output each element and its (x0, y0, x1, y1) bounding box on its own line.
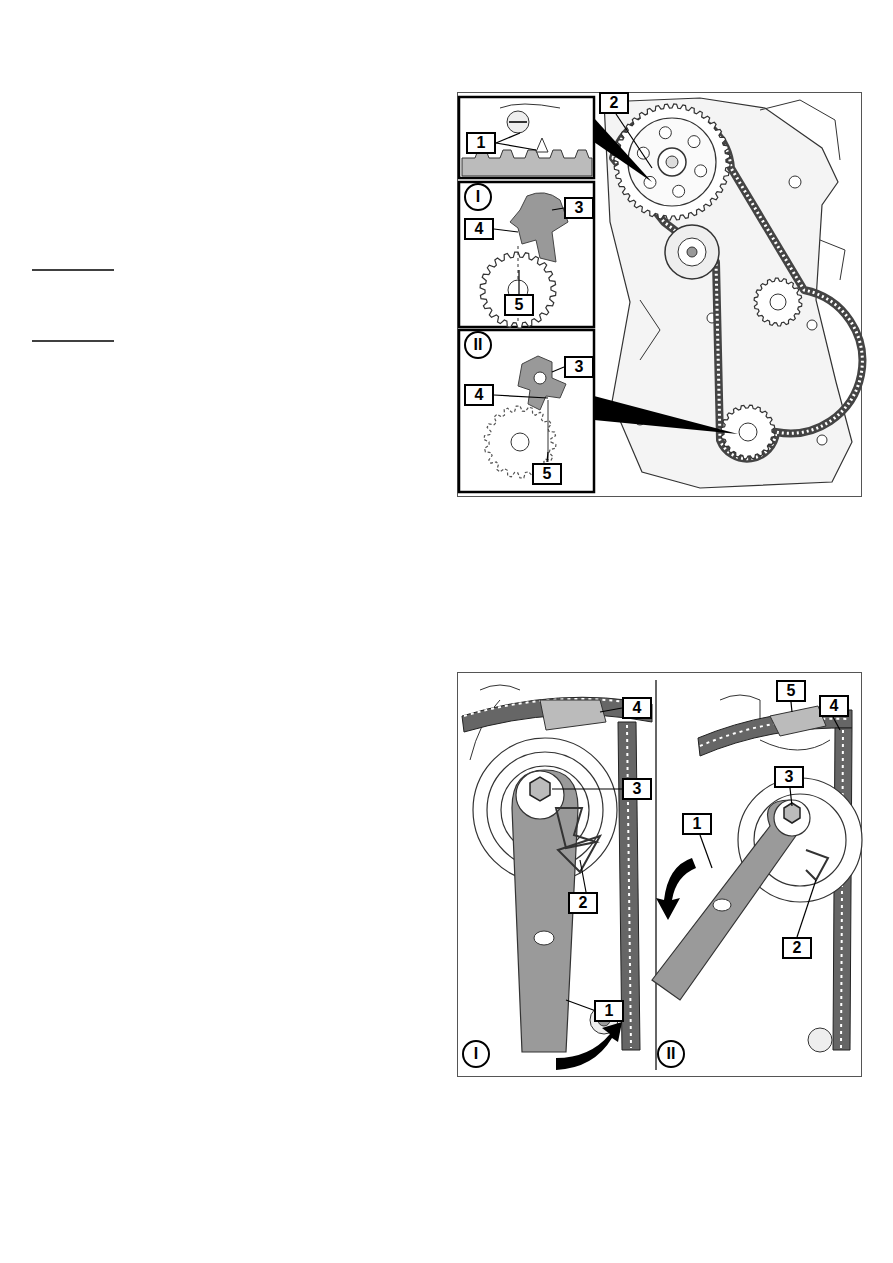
leader-line (518, 270, 519, 294)
bolt (808, 1028, 832, 1052)
sprocket-hole (644, 176, 656, 188)
inset-frame (459, 330, 594, 492)
tool-hole (534, 372, 546, 384)
leader-line (833, 717, 840, 730)
belt-teeth (841, 730, 843, 1048)
timing-mark (509, 121, 527, 123)
leader-line (797, 880, 816, 937)
sprocket (480, 252, 556, 328)
callout-number: 1 (466, 132, 496, 154)
timing-belt (613, 113, 862, 459)
figure-numeral: I (464, 183, 492, 211)
leader-line (580, 860, 586, 892)
callout-number: 5 (776, 680, 806, 702)
inset-frame (459, 97, 594, 178)
leader-line (547, 452, 548, 462)
locking-tool (518, 356, 566, 410)
leader-line (566, 1000, 596, 1011)
pump-hub (770, 294, 786, 310)
engine-detail (760, 100, 840, 160)
leader-line (600, 708, 622, 712)
pointer-plate (540, 700, 606, 730)
inset-pointer (594, 118, 652, 182)
callout-number: 2 (782, 937, 812, 959)
sprocket-bolt (666, 156, 678, 168)
wrench-hole (713, 899, 731, 911)
panel-divider (655, 680, 657, 1070)
bolt (789, 176, 801, 188)
leader-lines (494, 114, 840, 1011)
tensioner-nut (530, 777, 550, 801)
callout-number: 3 (564, 197, 594, 219)
blank-line (32, 340, 114, 342)
engine-detail (760, 740, 830, 750)
leader-line (552, 788, 622, 789)
figure-numeral: II (657, 1040, 685, 1068)
leader-line (616, 114, 652, 168)
leader-line (496, 133, 520, 143)
figure-frame (458, 673, 862, 1077)
pointer-mark (536, 138, 548, 152)
callout-number: 2 (568, 892, 598, 914)
leader-line (791, 702, 792, 712)
pointer (806, 850, 828, 880)
callout-number: 4 (622, 697, 652, 719)
callout-number: 2 (599, 92, 629, 114)
sprocket-hole (688, 136, 700, 148)
sprocket-hub (658, 148, 686, 176)
tensioner-nut (687, 247, 697, 257)
turn-arrow (656, 858, 696, 920)
callout-number: 5 (504, 294, 534, 316)
engine-detail (720, 695, 760, 720)
callout-number: 3 (564, 356, 594, 378)
wrench-hole (534, 931, 554, 945)
inset-frame (459, 182, 594, 327)
callout-number: 3 (774, 766, 804, 788)
figure-frame (458, 93, 862, 497)
belt-teeth (613, 113, 862, 459)
leader-line (496, 143, 536, 150)
callout-number: 4 (464, 384, 494, 406)
crank-hub (739, 423, 757, 441)
sprocket-hole (695, 165, 707, 177)
pointer (558, 836, 600, 872)
locking-pin (510, 193, 568, 262)
leader-line (790, 788, 792, 806)
sprocket-hole (659, 127, 671, 139)
inset-pointer (594, 396, 738, 434)
callout-number: 4 (819, 695, 849, 717)
callout-number: 4 (464, 218, 494, 240)
pointer-plate (770, 706, 826, 736)
sprocket-hole (673, 185, 685, 197)
callout-number: 3 (622, 778, 652, 800)
leader-line (494, 229, 518, 232)
pointer (556, 808, 596, 848)
tensioner-hub (678, 238, 706, 266)
bolt (817, 435, 827, 445)
tensioner (665, 225, 719, 279)
sprocket (754, 278, 802, 326)
callout-number: 5 (532, 463, 562, 485)
sprocket-hub (511, 433, 529, 451)
leader-line (494, 395, 548, 398)
bolt (807, 320, 817, 330)
callout-number: 1 (594, 1000, 624, 1022)
leader-line (552, 208, 564, 210)
figure-numeral: II (464, 331, 492, 359)
sprocket-web (628, 118, 716, 206)
leader-line (700, 835, 712, 868)
callout-number: 1 (682, 813, 712, 835)
figure-numeral: I (462, 1040, 490, 1068)
belt-teeth (627, 725, 631, 1048)
turn-arrow (556, 1022, 622, 1070)
leader-line (552, 367, 564, 372)
alignment-line (548, 400, 549, 462)
blank-line (32, 269, 114, 271)
cover-edge (500, 104, 560, 108)
timing-mark (507, 111, 529, 133)
